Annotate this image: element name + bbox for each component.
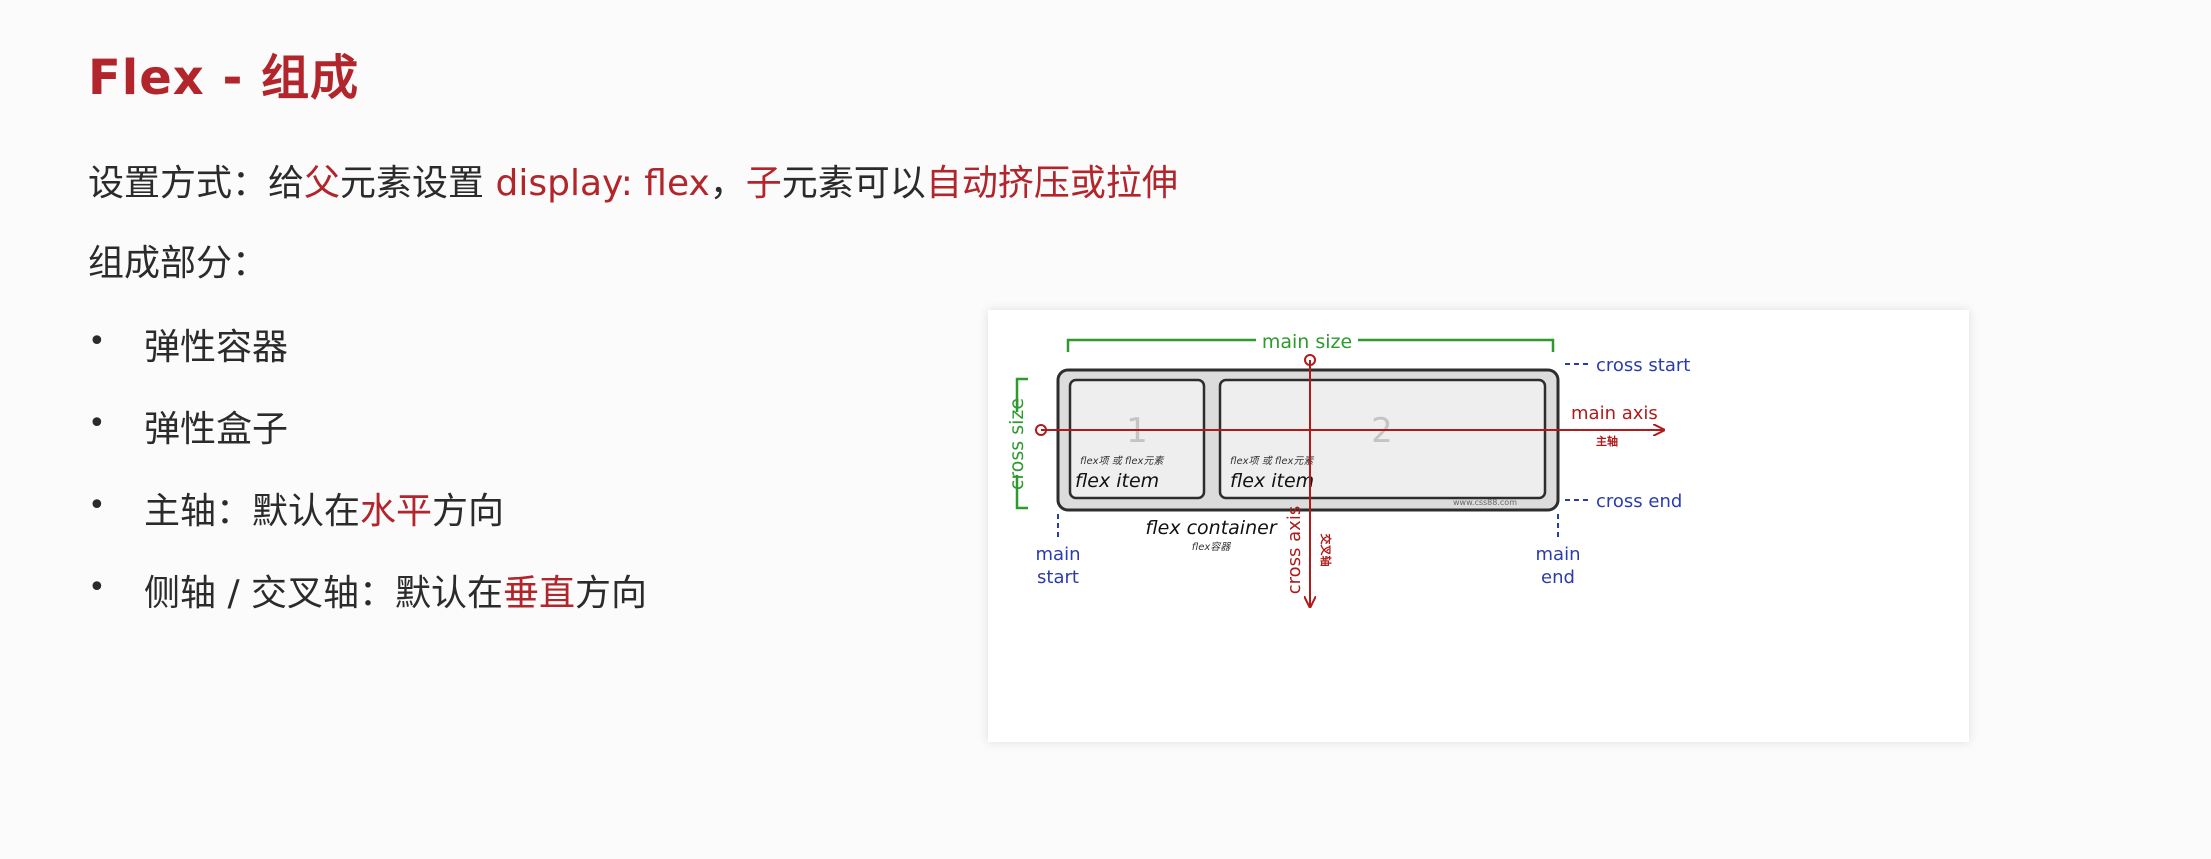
flex-item-2-box [1218,378,1547,500]
list-item-text: 弹性盒子 [144,409,289,450]
list-item: • 侧轴 / 交叉轴：默认在垂直方向 [88,564,647,646]
main-start-marker [1035,424,1047,436]
display-flex-code: display: flex [495,163,710,204]
bullet-dot: • [88,488,106,523]
flex-item-1-label: flex item [1075,470,1159,492]
main-size-label: main size [1262,331,1352,353]
main-size-bracket [1066,338,1555,352]
list-item-highlight: 水平 [360,491,433,532]
cross-start-label: cross start [1596,355,1690,376]
main-start-label-line1: main [1036,544,1081,565]
flex-diagram: main size cross size 1 2 flex项 或 flex元素 … [988,310,1969,742]
cross-axis-label: cross axis [1284,506,1305,594]
list-item-suffix: 方向 [432,491,505,532]
bullet-dot: • [88,324,106,359]
list-item: • 弹性盒子 [88,400,647,482]
setup-description: 设置方式：给父元素设置 display: flex，子元素可以自动挤压或拉伸 [88,154,1178,206]
cross-size-label: cross size [1006,398,1028,490]
setup-prefix: 设置方式：给 [88,163,305,204]
cross-size-bracket [1015,377,1028,510]
effect-highlight: 自动挤压或拉伸 [925,163,1178,204]
parent-highlight: 父 [304,163,341,204]
flex-container-cn-label: flex容器 [1192,541,1232,553]
list-item-suffix: 方向 [575,573,648,614]
list-item: • 弹性容器 [88,318,647,400]
flex-item-2-label: flex item [1230,470,1314,492]
list-item-prefix: 侧轴 / 交叉轴：默认在 [144,573,504,614]
list-item: • 主轴：默认在水平方向 [88,482,647,564]
list-item-prefix: 主轴：默认在 [144,491,361,532]
bullet-dot: • [88,406,106,441]
flex-diagram-svg: main size cross size 1 2 flex项 或 flex元素 … [1006,331,1690,742]
cross-end-label: cross end [1596,491,1682,512]
flex-container-label: flex container [1145,517,1277,539]
parts-list: • 弹性容器 • 弹性盒子 • 主轴：默认在水平方向 • 侧轴 / 交叉轴：默认… [88,318,647,646]
flex-item-1-note: flex项 或 flex元素 [1080,455,1164,467]
setup-middle2: 元素可以 [781,163,926,204]
bullet-dot: • [88,570,106,605]
flex-item-1-box [1068,378,1206,500]
flex-item-2-note: flex项 或 flex元素 [1230,455,1314,467]
setup-middle: 元素设置 [340,163,496,204]
cross-start-marker [1304,354,1316,366]
watermark-text: www.css88.com [1453,498,1517,507]
cross-axis-cn-label: 交叉轴 [1319,534,1333,567]
main-start-label-line2: start [1037,567,1079,588]
main-axis-cn-label: 主轴 [1596,434,1618,448]
setup-comma: ， [709,163,746,204]
parts-label: 组成部分： [88,243,269,284]
main-axis-label: main axis [1571,403,1658,424]
main-end-label-line1: main [1536,544,1581,565]
list-item-highlight: 垂直 [503,573,576,614]
page-title: Flex - 组成 [88,50,360,106]
main-end-label-line2: end [1541,567,1575,588]
child-highlight: 子 [745,163,782,204]
list-item-text: 弹性容器 [144,327,289,368]
